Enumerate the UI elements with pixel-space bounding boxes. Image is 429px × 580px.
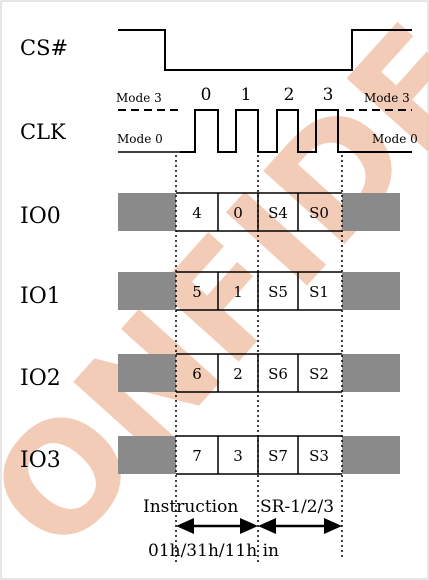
cs-waveform [118,29,412,71]
mode0-right-label: Mode 0 [372,132,418,146]
io3-cell-0: 7 [192,447,202,465]
io0-label: IO0 [20,204,61,229]
io2-row: 6 2 S6 S2 [118,353,400,393]
io1-cell-1: 1 [233,283,243,301]
cs-label: CS# [20,36,68,60]
opcodes-label: 01h/31h/11h in [148,541,279,561]
io3-cell-2: S7 [268,447,288,465]
io2-cell-2: S6 [268,365,288,383]
io3-cell-3: S3 [309,447,329,465]
instruction-arrow [176,518,258,534]
io2-filler-right [342,354,400,392]
io2-cell-1: 2 [233,365,243,383]
io1-cell-2: S5 [268,283,288,301]
io2-filler-left [118,354,176,392]
io3-filler-left [118,436,176,474]
io0-filler-left [118,193,176,231]
io0-cell-2: S4 [268,204,288,222]
io1-filler-left [118,272,176,310]
sr-label: SR-1/2/3 [260,497,334,517]
io1-row: 5 1 S5 S1 [118,271,400,311]
io2-label: IO2 [20,366,61,391]
clk-label: CLK [20,120,66,144]
cycle-number-3: 3 [323,85,334,105]
cycle-number-1: 1 [241,85,252,105]
io0-filler-right [342,193,400,231]
io2-cell-3: S2 [309,365,329,383]
cycle-number-2: 2 [284,85,295,105]
io0-cell-1: 0 [233,204,243,222]
instruction-label: Instruction [143,497,238,517]
clk-waveform [180,109,412,153]
io1-filler-right [342,272,400,310]
io3-row: 7 3 S7 S3 [118,435,400,475]
io1-cell-0: 5 [192,283,202,301]
io0-cell-3: S0 [309,204,329,222]
io3-cell-1: 3 [233,447,243,465]
io1-label: IO1 [20,284,61,309]
mode3-right-label: Mode 3 [364,91,410,105]
io0-cell-0: 4 [192,204,202,222]
io2-cell-0: 6 [192,365,202,383]
io3-label: IO3 [20,448,61,473]
mode0-left-label: Mode 0 [117,132,163,146]
io3-filler-right [342,436,400,474]
data-arrow [258,518,342,534]
io0-row: 4 0 S4 S0 [118,192,400,232]
cycle-number-0: 0 [201,85,212,105]
mode3-left-label: Mode 3 [116,91,162,105]
io1-cell-3: S1 [309,283,329,301]
